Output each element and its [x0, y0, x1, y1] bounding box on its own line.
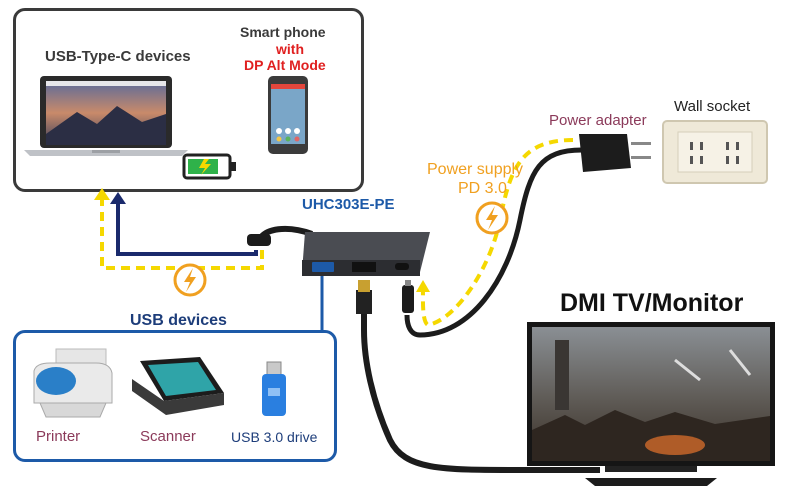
- usb-c-hub-icon: [302, 232, 430, 276]
- power-flow-to-laptop: [100, 196, 264, 270]
- usb-devices-label: USB devices: [124, 312, 233, 330]
- scanner-icon: [132, 357, 224, 415]
- scanner-label: Scanner: [140, 428, 196, 445]
- smartphone-with-label: with: [276, 41, 304, 57]
- smartphone-label: Smart phone: [240, 24, 326, 40]
- dp-alt-mode-label: DP Alt Mode: [244, 57, 326, 73]
- power-adapter-label: Power adapter: [549, 112, 647, 129]
- power-supply-label: Power supply: [427, 161, 524, 178]
- monitor-icon: [527, 322, 775, 486]
- power-adapter-icon: [579, 134, 651, 172]
- pd-label: PD 3.0: [458, 180, 507, 197]
- smartphone-icon: [268, 76, 308, 154]
- data-flow-arrow-up: [110, 192, 126, 204]
- hub-model-label: UHC303E-PE: [302, 196, 395, 213]
- printer-icon: [33, 348, 113, 418]
- usb-drive-icon: [262, 361, 286, 416]
- laptop-icon: [24, 76, 188, 156]
- monitor-label: DMI TV/Monitor: [560, 289, 744, 317]
- battery-icon: [182, 153, 236, 180]
- usb-drive-label: USB 3.0 drive: [231, 429, 318, 445]
- usb-c-plug-host: [247, 234, 271, 246]
- data-flow-to-laptop: [116, 200, 258, 256]
- printer-label: Printer: [36, 428, 81, 445]
- power-flow-arrow-up: [94, 188, 110, 200]
- wall-socket-label: Wall socket: [674, 98, 751, 115]
- wall-socket-icon: [662, 120, 768, 184]
- usb-c-devices-label: USB-Type-C devices: [45, 48, 191, 65]
